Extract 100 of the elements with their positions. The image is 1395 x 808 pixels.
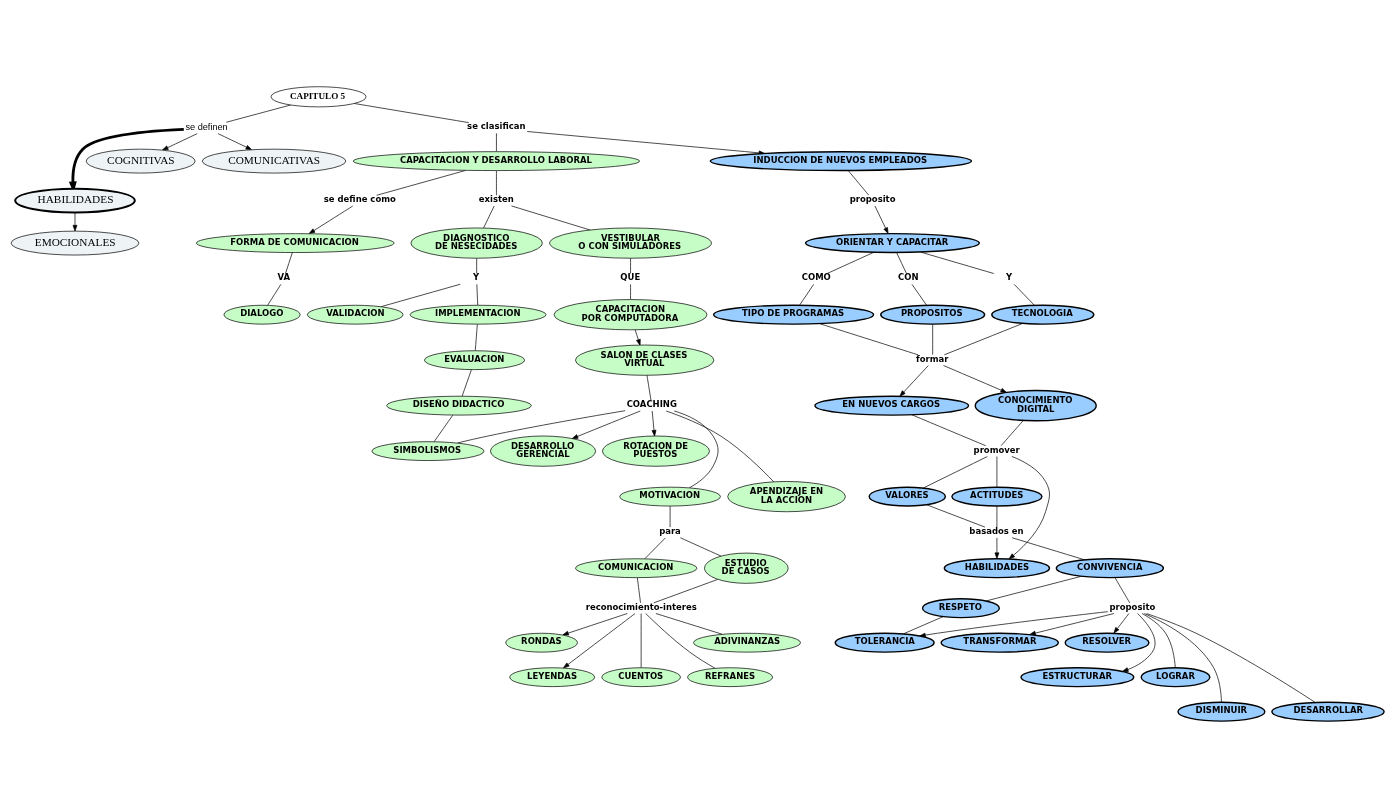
node-ellipse: COGNITIVAS xyxy=(85,148,196,174)
arrow xyxy=(874,205,889,234)
node-text: COMO xyxy=(801,272,831,283)
node-ellipse: EN NUEVOS CARGOS xyxy=(814,395,970,416)
connector xyxy=(1146,613,1316,703)
node-text: se definen xyxy=(185,122,228,133)
connector xyxy=(267,284,282,306)
arrow xyxy=(162,133,198,151)
node-ellipse: DISMINUIR xyxy=(1177,701,1266,722)
connector xyxy=(1000,420,1024,447)
connector xyxy=(996,505,998,528)
node-ellipse: HABILIDADES xyxy=(14,187,136,214)
node-ellipse: ADIVINANZAS xyxy=(693,632,801,653)
node-text: QUE xyxy=(620,272,641,283)
arrow xyxy=(994,537,1000,559)
node-ellipse: DESARROLLAR xyxy=(1271,701,1385,722)
node-text: promover xyxy=(973,444,1020,455)
connector xyxy=(911,414,987,447)
node-text: proposito xyxy=(1109,601,1156,612)
arrow xyxy=(1122,613,1156,672)
node-ellipse: CAPITULO 5 xyxy=(270,86,367,108)
node-ellipse: APENDIZAJE EN LA ACCION xyxy=(727,481,846,513)
connector xyxy=(926,504,986,528)
connector xyxy=(665,410,775,483)
arrow xyxy=(571,410,641,439)
node-ellipse: RESOLVER xyxy=(1064,632,1150,653)
node-ellipse: CONVIVENCIA xyxy=(1055,558,1165,579)
node-ellipse: ORIENTAR Y CAPACITAR xyxy=(804,232,981,254)
arrow xyxy=(562,613,628,636)
node-ellipse: ACTITUDES xyxy=(951,486,1043,507)
node-ellipse: MOTIVACION xyxy=(619,486,721,507)
arrow xyxy=(651,410,657,437)
node-ellipse: IMPLEMENTACION xyxy=(409,304,547,325)
connector xyxy=(911,284,927,306)
node-ellipse: PROPOSITOS xyxy=(880,304,986,325)
node-ellipse: DIAGNOSTICO DE NESECIDADES xyxy=(410,227,543,259)
node-ellipse: SIMBOLISMOS xyxy=(371,441,485,461)
connector xyxy=(285,252,293,274)
node-ellipse: HABILIDADES xyxy=(943,558,1051,579)
node-text: existen xyxy=(478,194,514,205)
node-ellipse: EMOCIONALES xyxy=(10,230,140,256)
node-ellipse: DIALOGO xyxy=(223,304,301,325)
node-ellipse: ROTACION DE PUESTOS xyxy=(602,435,710,467)
connector xyxy=(226,104,292,123)
node-ellipse: LEYENDAS xyxy=(509,667,596,687)
node-ellipse: EVALUACION xyxy=(424,350,525,370)
node-text: COACHING xyxy=(626,399,677,410)
arrow xyxy=(943,365,1007,393)
arrow xyxy=(563,613,636,669)
connector xyxy=(457,410,626,444)
node-ellipse: LOGRAR xyxy=(1140,667,1211,688)
node-text: proposito xyxy=(849,194,896,205)
connector xyxy=(903,616,944,635)
node-ellipse: SALON DE CLASES VIRTUAL xyxy=(575,344,715,376)
connector xyxy=(653,579,719,604)
connector xyxy=(932,323,934,355)
arrow xyxy=(1113,613,1130,634)
connector xyxy=(380,283,461,308)
node-ellipse: RESPETO xyxy=(921,598,1000,619)
connector xyxy=(637,577,641,604)
connector xyxy=(920,251,995,274)
connector xyxy=(985,575,1082,602)
node-ellipse: FORMA DE COMUNICACION xyxy=(196,233,395,253)
node-text: CON xyxy=(898,272,919,283)
connector xyxy=(1141,613,1176,668)
node-text: formar xyxy=(916,353,949,364)
connector xyxy=(1011,537,1085,561)
connector xyxy=(433,414,454,442)
node-ellipse: VALORES xyxy=(868,486,947,507)
connector xyxy=(474,323,478,351)
node-ellipse: REFRANES xyxy=(687,667,773,687)
node-ellipse: VALIDACION xyxy=(307,304,404,325)
node-text: se clasifican xyxy=(467,121,526,132)
arrow xyxy=(72,212,78,232)
connector xyxy=(483,205,495,229)
connector xyxy=(496,170,497,196)
node-text: reconocimiento-interes xyxy=(585,601,697,612)
node-ellipse: TECNOLOGIA xyxy=(991,304,1095,325)
connector xyxy=(943,323,1023,356)
connector xyxy=(655,613,723,635)
node-ellipse: ESTUDIO DE CASOS xyxy=(704,552,789,584)
arrow xyxy=(1008,456,1050,560)
connector xyxy=(630,284,631,300)
connector xyxy=(1144,613,1222,703)
arrow xyxy=(899,365,929,397)
node-ellipse: COMUNICATIVAS xyxy=(201,148,347,174)
node-text: VA xyxy=(277,272,291,283)
connector xyxy=(826,252,874,274)
node-ellipse: VESTIBULAR O CON SIMULADORES xyxy=(549,227,712,259)
node-ellipse: CUENTOS xyxy=(601,667,681,687)
connector xyxy=(819,323,919,356)
connector xyxy=(680,537,722,557)
arrow xyxy=(634,329,641,346)
connector xyxy=(996,456,998,488)
node-ellipse: COMUNICACION xyxy=(575,558,698,578)
connector xyxy=(1013,284,1035,306)
node-text: se define como xyxy=(323,194,396,205)
connector xyxy=(630,257,631,274)
connector xyxy=(847,170,870,196)
connector xyxy=(645,613,716,669)
